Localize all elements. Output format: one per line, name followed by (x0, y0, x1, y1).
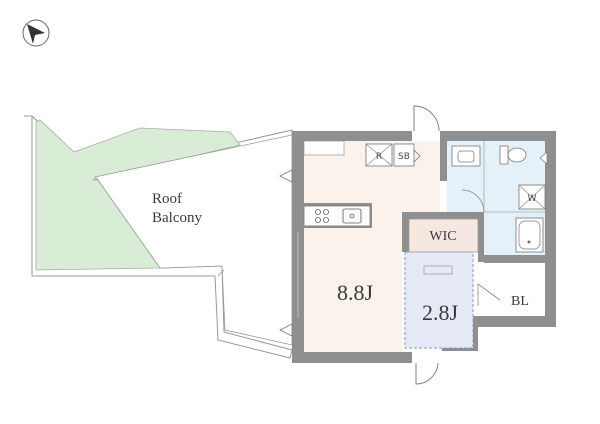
north-arrow-icon (22, 19, 50, 47)
bedroom-label: 2.8J (422, 300, 459, 325)
refrigerator-space: R (365, 143, 393, 167)
living-room-floor (304, 141, 402, 352)
wic-label: WIC (429, 229, 456, 244)
roof-balcony-label-line2: Balcony (152, 210, 202, 226)
wic-floor (408, 218, 479, 253)
roof-balcony-area (24, 115, 293, 359)
stove-icon (315, 209, 329, 223)
entrance-door (413, 105, 440, 132)
washer-space: W (518, 184, 546, 210)
roof-balcony-label-line1: Roof (152, 191, 182, 207)
refrigerator-label: R (376, 152, 382, 162)
washer-label: W (528, 194, 537, 204)
shoe-box: SB (393, 143, 415, 167)
shoe-box-label: SB (398, 152, 410, 162)
bl-door (477, 283, 501, 306)
bl-label: BL (511, 294, 529, 309)
bedroom-floor (404, 251, 474, 349)
bl-floor (478, 263, 545, 316)
toilet-icon (499, 145, 527, 165)
living-room-label: 8.8J (337, 280, 374, 305)
washbasin-icon (451, 145, 481, 167)
bathtub-icon (515, 217, 544, 253)
kitchen-counter (292, 203, 372, 228)
greenery-area (35, 119, 241, 271)
sink-icon (342, 208, 362, 224)
bedroom-window-door (415, 362, 439, 385)
